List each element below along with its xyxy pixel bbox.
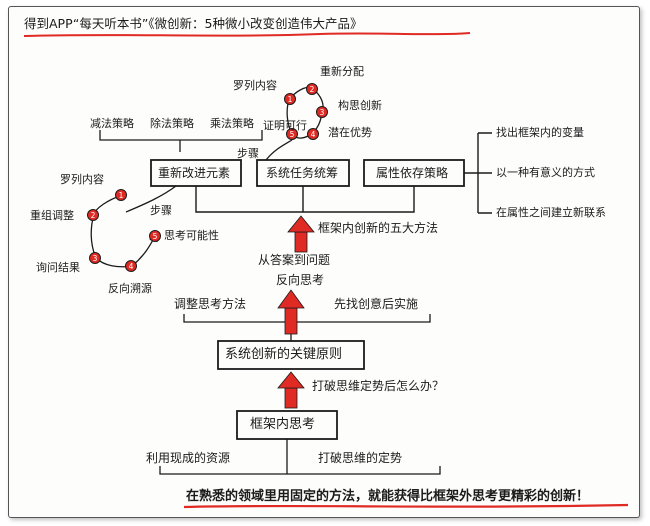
left-cycle-label-2: 重组调整 [30,209,74,222]
top-cycle-label-2: 重新分配 [320,65,364,78]
left-cycle-marker-number-2: 2 [91,211,96,220]
top-cycle-marker-number-3: 3 [320,108,325,117]
top-cycle-marker-number-4: 4 [311,130,316,139]
right-brace [464,132,492,214]
left-cycle-label-3: 询问结果 [36,261,80,274]
left-cycle-marker-number-3: 3 [93,254,98,263]
right-list-item-3: 在属性之间建立新联系 [496,206,606,219]
break-question-label: 打破思维定势后怎么办？ [312,379,445,393]
left-cycle-marker-number-1: 1 [119,191,124,200]
left-cycle-marker-3 [89,252,101,264]
red-arrow-1 [287,215,315,253]
find-idea-label: 先找创意后实施 [334,297,419,311]
steps-label-top: 步骤 [237,147,259,160]
right-list-item-2: 以一种有意义的方式 [496,166,595,179]
use-resources-label: 利用现成的资源 [146,451,231,465]
box-rearrange: 重新改进元素 [158,166,231,180]
left-cycle-path [90,195,156,268]
left-cycle-marker-5 [149,230,161,242]
top-cycle-marker-number-2: 2 [310,85,315,94]
strategy-multiplication: 乘法策略 [210,117,254,130]
red-arrow-2 [277,289,305,335]
right-list-item-1: 找出框架内的变量 [496,126,584,139]
box-key-principle: 系统创新的关键原则 [225,347,343,362]
left-cycle-label-1: 罗列内容 [60,173,104,186]
left-cycle-label-5: 思考可能性 [164,229,219,242]
top-cycle-label-4: 潜在优势 [328,126,372,139]
left-cycle-marker-4 [125,260,137,272]
footer-underline [183,503,629,509]
left-steps-line [125,185,177,213]
left-cycle-markers: 1 2 3 4 5 [87,189,161,272]
bracket-bottom [195,186,415,213]
five-methods-label: 框架内创新的五大方法 [318,221,439,235]
steps-label-left: 步骤 [150,204,172,217]
box-system-task: 系统任务统筹 [266,166,339,180]
left-cycle-marker-2 [87,209,99,221]
top-cycle-marker-number-5: 5 [290,130,295,139]
top-cycle-label-5: 证明可行 [263,119,307,132]
top-cycle-marker-1 [284,93,296,105]
title-underline [23,32,471,37]
paper-frame [8,6,640,518]
left-cycle-marker-number-4: 4 [129,262,134,271]
top-cycle-markers: 1 2 3 4 5 [284,83,328,140]
framework-bracket [159,439,441,475]
top-cycle-label-1: 罗列内容 [233,79,277,92]
left-cycle-marker-1 [115,189,127,201]
left-cycle-label-4: 反向溯源 [108,282,152,295]
adjust-thinking-label: 调整思考方法 [174,297,247,311]
left-cycle-marker-number-5: 5 [153,232,158,241]
page-title: 得到APP“每天听本书”《微创新：5种微小改变创造伟大产品》 [24,16,363,31]
strategy-subtraction: 减法策略 [90,117,134,130]
from-answer-label: 从答案到问题 [258,253,331,267]
red-arrow-3 [277,371,305,409]
top-cycle-marker-number-1: 1 [288,95,293,104]
top-steps-line [265,139,293,161]
reverse-thinking-label: 反向思考 [276,273,325,287]
top-cycle-marker-2 [306,83,318,95]
strategies-bracket [99,130,263,152]
box-attribute: 属性依存策略 [376,166,449,180]
top-cycle-marker-4 [307,128,319,140]
principle-bracket [183,314,431,341]
footer-conclusion: 在熟悉的领域里用固定的方法，就能获得比框架外思考更精彩的创新！ [186,489,590,504]
top-cycle-label-3: 构思创新 [338,99,382,112]
top-cycle-marker-5 [286,128,298,140]
strategy-division: 除法策略 [150,117,194,130]
top-cycle-marker-3 [316,106,328,118]
break-pattern-label: 打破思维的定势 [318,451,403,465]
box-framework: 框架内思考 [250,417,316,432]
